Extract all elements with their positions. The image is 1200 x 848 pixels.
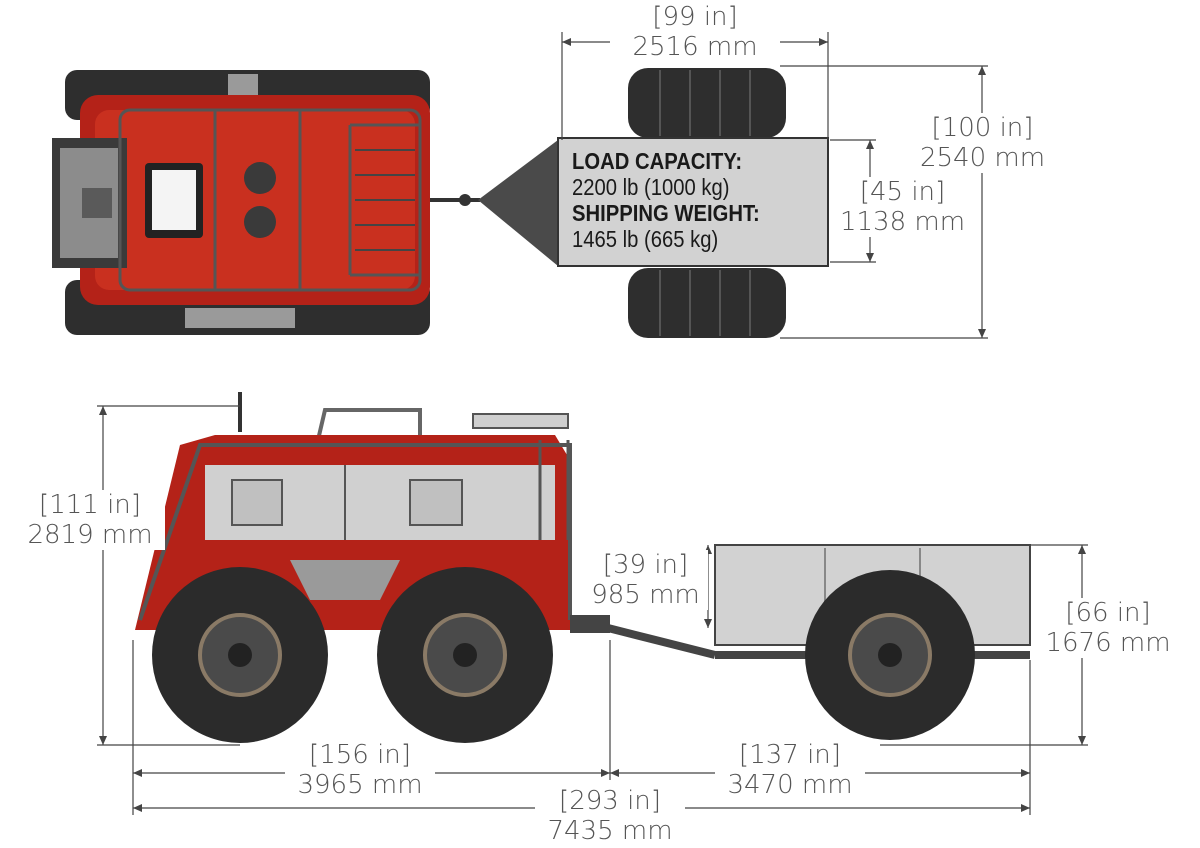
trailer-specs-panel: LOAD CAPACITY: 2200 lb (1000 kg) SHIPPIN…	[572, 148, 760, 252]
dim-in: [66 in]	[1065, 598, 1151, 628]
dim-mm: 1676 mm	[1045, 628, 1171, 658]
dim-mm: 1138 mm	[839, 207, 966, 237]
dim-in: [156 in]	[309, 740, 411, 770]
dim-mm: 3965 mm	[297, 770, 423, 800]
load-capacity-value: 2200 lb (1000 kg)	[572, 174, 730, 200]
dim-label-overall-length: [293 in] 7435 mm	[535, 786, 685, 846]
dim-in: [100 in]	[931, 113, 1034, 143]
dim-in: [293 in]	[559, 786, 661, 816]
shipping-weight-label: SHIPPING WEIGHT:	[572, 200, 760, 226]
dim-label-trailer-overall-width: [100 in] 2540 mm	[900, 113, 1065, 173]
dim-label-vehicle-length: [156 in] 3965 mm	[285, 740, 435, 800]
dim-in: [45 in]	[859, 177, 946, 207]
dim-in: [39 in]	[602, 550, 689, 580]
dim-mm: 2819 mm	[27, 520, 153, 550]
vehicle-side-view	[135, 392, 610, 743]
dim-in: [111 in]	[39, 490, 141, 520]
shipping-weight-value: 1465 lb (665 kg)	[572, 226, 719, 252]
dim-mm: 2540 mm	[919, 143, 1046, 173]
trailer-side-view	[607, 544, 1031, 740]
dim-mm: 3470 mm	[727, 770, 853, 800]
dim-in: [137 in]	[739, 740, 841, 770]
dim-label-trailer-height: [66 in] 1676 mm	[1038, 598, 1178, 658]
dim-label-trailer-box-width: [45 in] 1138 mm	[835, 177, 970, 237]
load-capacity-label: LOAD CAPACITY:	[572, 148, 743, 174]
dim-label-vehicle-height: [111 in] 2819 mm	[15, 490, 165, 550]
dim-label-hitch-height: [39 in] 985 mm	[583, 550, 708, 610]
vehicle-top-view	[52, 70, 480, 335]
dim-mm: 7435 mm	[547, 816, 673, 846]
trailer-top-view	[478, 68, 829, 338]
dim-mm: 2516 mm	[632, 32, 758, 62]
dim-label-trailer-track-width: [99 in] 2516 mm	[610, 2, 780, 62]
dim-label-trailer-length: [137 in] 3470 mm	[715, 740, 865, 800]
dim-in: [99 in]	[652, 2, 738, 32]
dim-mm: 985 mm	[591, 580, 700, 610]
